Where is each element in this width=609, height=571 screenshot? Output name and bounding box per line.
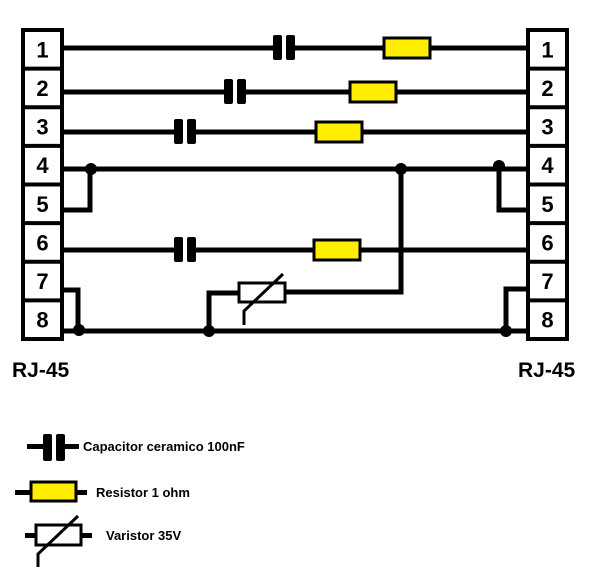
legend-resistor-label: Resistor 1 ohm xyxy=(96,485,190,500)
junction-dot xyxy=(73,324,85,336)
capacitor-icon xyxy=(27,434,79,461)
right-pin-8: 8 xyxy=(541,308,553,333)
capacitor-line-3 xyxy=(174,119,196,144)
right-pin-5: 5 xyxy=(541,192,553,217)
left-connector: 1 2 3 4 5 6 7 8 RJ-45 xyxy=(12,28,70,382)
bridge-left-4-5 xyxy=(62,169,93,213)
right-pin-4: 4 xyxy=(541,153,554,178)
legend-varistor: Varistor 35V xyxy=(25,514,181,567)
resistor-line-1 xyxy=(382,36,432,60)
resistor-line-6 xyxy=(312,238,362,262)
left-pin-7: 7 xyxy=(36,269,48,294)
junctions xyxy=(73,160,512,337)
legend-capacitor: Capacitor ceramico 100nF xyxy=(27,434,245,461)
legend-resistor: Resistor 1 ohm xyxy=(15,480,190,503)
left-pin-6: 6 xyxy=(36,230,48,255)
junction-dot xyxy=(203,325,215,337)
capacitor-line-2 xyxy=(224,79,246,104)
resistor-icon xyxy=(15,480,87,503)
left-connector-label: RJ-45 xyxy=(12,359,70,382)
bridge-right-4-5 xyxy=(496,169,528,213)
legend-capacitor-label: Capacitor ceramico 100nF xyxy=(83,439,245,454)
wires xyxy=(62,45,528,334)
legend-varistor-label: Varistor 35V xyxy=(106,528,181,543)
resistor-line-2 xyxy=(348,80,398,104)
junction-dot xyxy=(493,160,505,172)
right-pin-2: 2 xyxy=(541,76,553,101)
resistor-line-3 xyxy=(314,120,364,144)
legend: Capacitor ceramico 100nF Resistor 1 ohm … xyxy=(15,434,245,567)
left-pin-2: 2 xyxy=(36,76,48,101)
right-pin-6: 6 xyxy=(541,230,553,255)
varistor xyxy=(237,272,287,325)
capacitor-line-6 xyxy=(174,237,196,262)
right-connector-label: RJ-45 xyxy=(518,359,576,382)
bridge-right-7-8 xyxy=(503,286,528,331)
capacitors xyxy=(174,35,295,262)
junction-dot xyxy=(85,163,97,175)
varistor-icon xyxy=(25,514,92,567)
right-pin-1: 1 xyxy=(541,37,553,62)
left-pin-5: 5 xyxy=(36,192,48,217)
bridge-left-7-8 xyxy=(62,287,81,331)
junction-dot xyxy=(500,325,512,337)
varistor-wire-right xyxy=(286,169,404,295)
left-pin-8: 8 xyxy=(36,308,48,333)
resistors xyxy=(312,36,432,262)
left-pin-4: 4 xyxy=(36,153,49,178)
left-pin-1: 1 xyxy=(36,37,48,62)
capacitor-line-1 xyxy=(273,35,295,60)
right-connector: 1 2 3 4 5 6 7 8 RJ-45 xyxy=(518,28,576,382)
left-pin-3: 3 xyxy=(36,115,48,140)
right-pin-7: 7 xyxy=(541,269,553,294)
varistor-wire-left xyxy=(206,290,238,331)
right-pin-3: 3 xyxy=(541,115,553,140)
junction-dot xyxy=(395,163,407,175)
